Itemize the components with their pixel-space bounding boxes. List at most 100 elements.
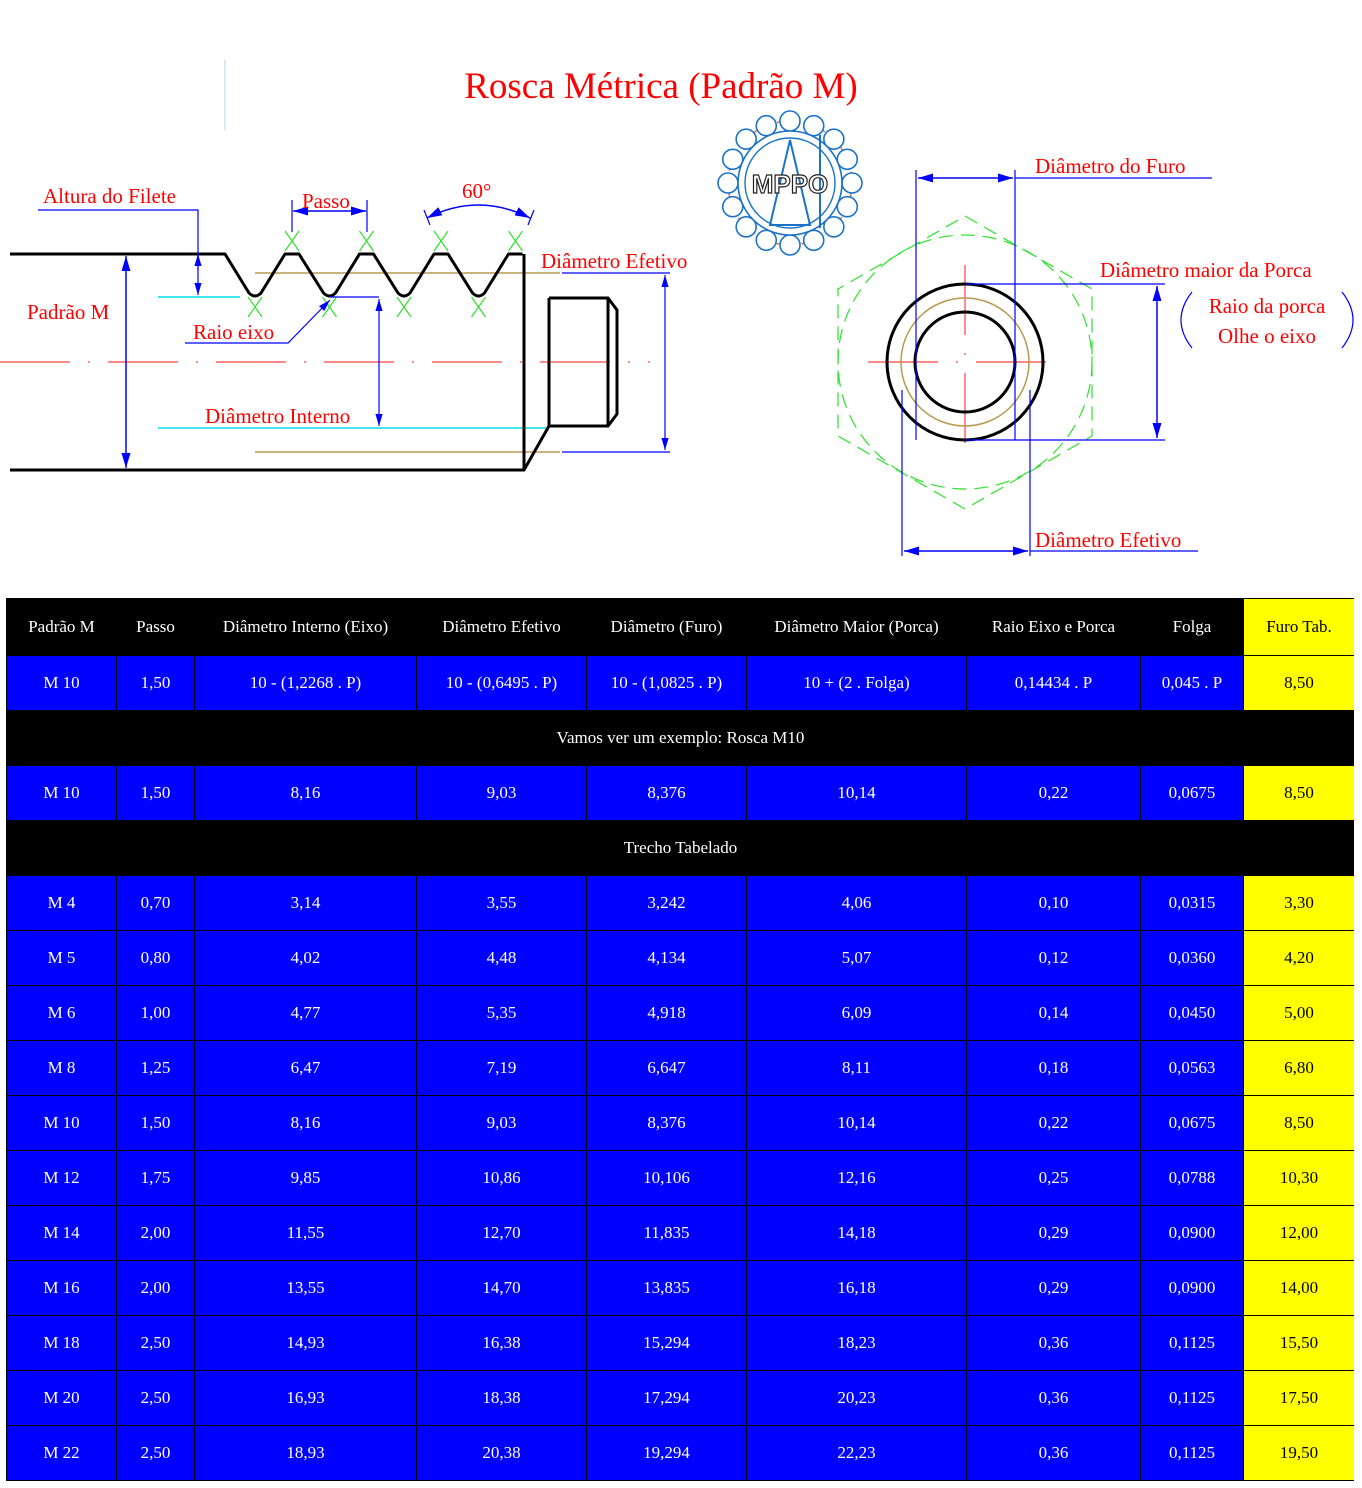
table-cell: 5,35 [416,985,587,1041]
table-cell: M 12 [6,1150,117,1206]
table-cell: 20,23 [746,1370,967,1426]
section-title: Trecho Tabelado [6,820,1355,876]
section-title: Vamos ver um exemplo: Rosca M10 [6,710,1355,766]
table-cell: M 8 [6,1040,117,1096]
table-cell: 0,25 [966,1150,1141,1206]
table-cell: 8,376 [586,765,747,821]
table-cell: 0,14 [966,985,1141,1041]
table-cell: 4,918 [586,985,747,1041]
column-header: Diâmetro Maior (Porca) [746,598,967,656]
table-cell: 0,80 [116,930,195,986]
table-cell: 0,29 [966,1260,1141,1316]
table-cell: M 20 [6,1370,117,1426]
table-cell: 2,50 [116,1370,195,1426]
bolt-side-view [0,200,670,472]
table-cell: 10 - (1,0825 . P) [586,655,747,711]
label-altura-filete: Altura do Filete [43,184,176,208]
table-cell: 20,38 [416,1425,587,1481]
column-header: Diâmetro Interno (Eixo) [194,598,417,656]
table-cell: 12,00 [1243,1205,1355,1261]
table-cell: 4,48 [416,930,587,986]
label-raio-porca: Raio da porca [1209,294,1326,318]
label-raio-eixo: Raio eixo [193,320,274,344]
table-cell: 0,0360 [1140,930,1244,986]
gear-tooth [755,229,778,252]
table-cell: 1,00 [116,985,195,1041]
table-cell: 4,134 [586,930,747,986]
table-cell: 0,0900 [1140,1205,1244,1261]
x-mark [396,296,412,318]
x-mark [284,230,300,252]
nut-front-view [837,170,1354,556]
table-cell: 0,36 [966,1370,1141,1426]
table-cell: M 4 [6,875,117,931]
gear-tooth [841,172,863,194]
table-cell: M 14 [6,1205,117,1261]
label-diametro-interno: Diâmetro Interno [205,404,350,428]
label-angle: 60° [462,179,491,203]
table-cell: 0,0675 [1140,765,1244,821]
table-cell: 6,09 [746,985,967,1041]
table-cell: 2,50 [116,1425,195,1481]
table-cell: 19,50 [1243,1425,1355,1481]
table-cell: 5,00 [1243,985,1355,1041]
table-cell: M 16 [6,1260,117,1316]
label-padrao-m: Padrão M [27,300,110,324]
gear-tooth [802,114,825,137]
gear-tooth [717,172,739,194]
table-cell: 3,14 [194,875,417,931]
label-diametro-maior-porca: Diâmetro maior da Porca [1100,258,1312,282]
label-olhe-eixo: Olhe o eixo [1218,324,1316,348]
gear-tooth [721,148,744,171]
table-cell: 4,20 [1243,930,1355,986]
table-cell: 1,75 [116,1150,195,1206]
table-cell: 18,93 [194,1425,417,1481]
table-cell: 2,00 [116,1260,195,1316]
x-mark [508,230,523,252]
table-cell: 10,14 [746,1095,967,1151]
table-cell: 0,0315 [1140,875,1244,931]
table-cell: 0,0788 [1140,1150,1244,1206]
table-cell: 0,22 [966,765,1141,821]
tabulated-section-row: Trecho Tabelado [6,820,1355,876]
gear-tooth [735,128,757,150]
column-header: Raio Eixo e Porca [966,598,1141,656]
table-cell: M 22 [6,1425,117,1481]
column-header: Folga [1140,598,1244,656]
table-cell: 17,50 [1243,1370,1355,1426]
table-cell: 4,06 [746,875,967,931]
table-cell: M 18 [6,1315,117,1371]
table-cell: 0,12 [966,930,1141,986]
gear-tooth [823,216,845,238]
table-cell: 13,835 [586,1260,747,1316]
table-cell: 4,77 [194,985,417,1041]
table-cell: 0,0900 [1140,1260,1244,1316]
table-cell: 4,02 [194,930,417,986]
x-mark [433,230,449,252]
label-diametro-furo: Diâmetro do Furo [1035,154,1185,178]
table-cell: M 6 [6,985,117,1041]
table-cell: 0,1125 [1140,1315,1244,1371]
logo-text: MPPO [752,169,829,199]
table-cell: 17,294 [586,1370,747,1426]
table-cell: 8,16 [194,1095,417,1151]
table-cell: 22,23 [746,1425,967,1481]
table-cell: M 10 [6,1095,117,1151]
table-cell: 10 - (0,6495 . P) [416,655,587,711]
table-cell: 12,70 [416,1205,587,1261]
table-cell: 0,36 [966,1315,1141,1371]
table-cell: 8,50 [1243,655,1355,711]
table-cell: 19,294 [586,1425,747,1481]
column-header: Padrão M [6,598,117,656]
table-cell: 0,045 . P [1140,655,1244,711]
